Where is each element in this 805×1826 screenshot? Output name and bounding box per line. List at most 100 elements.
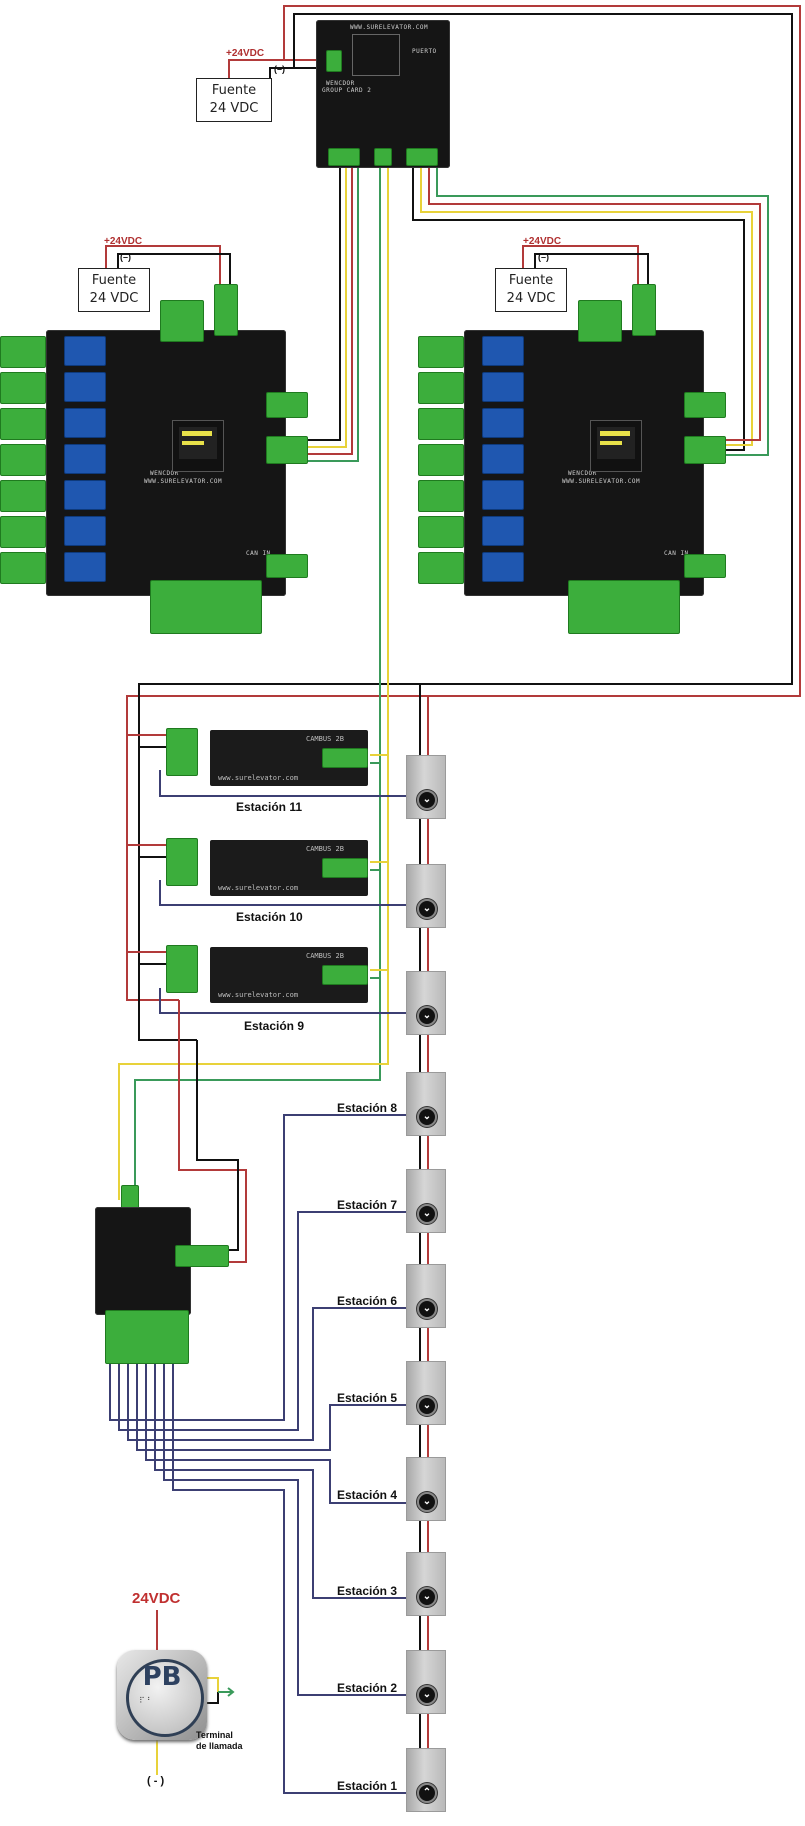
station-label-2: Estación 2 (337, 1681, 398, 1695)
pb-button-text: PB (142, 1662, 182, 1692)
relay-output-terminal (418, 552, 464, 584)
relay-board-power-terminal (632, 284, 656, 336)
call-button-station-11[interactable]: ⌄ (406, 755, 446, 819)
right-psu-wires (522, 245, 649, 290)
relay-board-input-terminal (160, 300, 204, 342)
station-label-10: Estación 10 (236, 910, 303, 924)
relay-board-brand: WENCDOR (150, 470, 179, 477)
psu-rating: 24 VDC (209, 101, 259, 116)
controller-power (178, 1000, 247, 1263)
group-card-power-terminal (326, 50, 342, 72)
braille-icon: ⠏⠃ (139, 1696, 155, 1705)
arrow-down-icon: ⌄ (417, 790, 437, 810)
wire-can-high (118, 168, 389, 1200)
call-button-station-10[interactable]: ⌄ (406, 864, 446, 928)
cambus-can-terminal (322, 965, 368, 985)
relay-board-display (172, 420, 224, 472)
call-button-station-7[interactable]: ⌄ (406, 1169, 446, 1233)
pb-terminal-label: Terminal de llamada (196, 1730, 243, 1752)
relay (64, 480, 106, 510)
relay-board-can-label: CAN IN (664, 550, 689, 557)
pb-negative-label: ( - ) (147, 1775, 165, 1787)
psu-left: Fuente 24 VDC (78, 268, 150, 312)
wire-negative (138, 13, 793, 1041)
relay (64, 516, 106, 546)
call-button-station-9[interactable]: ⌄ (406, 971, 446, 1035)
relay (64, 552, 106, 582)
relay-board-left: WENCDOR WWW.SURELEVATOR.COM CAN IN (0, 284, 308, 640)
call-button-station-5[interactable]: ⌄ (406, 1361, 446, 1425)
station-signal-wires (109, 1114, 408, 1794)
pb-call-button[interactable]: PB ⠏⠃ (117, 1650, 207, 1740)
cambus-power-terminal (166, 838, 198, 886)
arrow-down-icon: ⌄ (417, 1396, 437, 1416)
wire-negative (305, 168, 341, 441)
relay-board-url: WWW.SURELEVATOR.COM (562, 478, 641, 485)
arrow-down-icon: ⌄ (417, 1107, 437, 1127)
relay (64, 336, 106, 366)
wire-negative (534, 253, 649, 290)
psu-title: Fuente (211, 83, 257, 98)
relay (482, 444, 524, 474)
call-button-station-8[interactable]: ⌄ (406, 1072, 446, 1136)
relay-board-display (590, 420, 642, 472)
relay-board-brand: WENCDOR (568, 470, 597, 477)
psu-top: Fuente 24 VDC (196, 78, 272, 122)
station-label-6: Estación 6 (337, 1294, 398, 1308)
relay-output-terminal (0, 444, 46, 476)
relay-output-terminal (418, 516, 464, 548)
arrow-down-icon: ⌄ (417, 1299, 437, 1319)
group-card-can-terminal-3 (406, 148, 438, 166)
call-button-station-4[interactable]: ⌄ (406, 1457, 446, 1521)
relay-board-bottom-terminal (150, 580, 262, 634)
wire-positive (105, 245, 221, 290)
arrow-down-icon: ⌄ (417, 899, 437, 919)
wire-can-low (305, 168, 359, 462)
group-card: WWW.SURELEVATOR.COM WENCDOR GROUP CARD 2… (316, 20, 450, 168)
call-button-station-6[interactable]: ⌄ (406, 1264, 446, 1328)
relay-output-terminal (0, 336, 46, 368)
wire-can-low (436, 168, 769, 456)
psu-right-negative-label: (–) (538, 252, 549, 262)
relay (64, 408, 106, 438)
pb-terminal-label-2: de llamada (196, 1741, 243, 1751)
call-button-station-3[interactable]: ⌄ (406, 1552, 446, 1616)
psu-top-negative-label: (–) (274, 64, 285, 74)
relay-board-bottom-terminal (568, 580, 680, 634)
relay (64, 372, 106, 402)
relay-board-can-out-terminal (266, 554, 308, 578)
cambus-url: www.surelevator.com (218, 991, 299, 999)
relay (482, 408, 524, 438)
controller-power-terminal (175, 1245, 229, 1267)
relay-board-pcb: WENCDOR WWW.SURELEVATOR.COM CAN IN (464, 330, 704, 596)
group-card-can-terminal-2 (374, 148, 392, 166)
wire-positive (522, 245, 639, 290)
station-label-3: Estación 3 (337, 1584, 398, 1598)
relay-output-terminal (0, 372, 46, 404)
relay-output-terminal (418, 336, 464, 368)
wire-can-low (134, 168, 381, 1200)
station-label-8: Estación 8 (337, 1101, 398, 1115)
group-card-display-slot (352, 34, 400, 76)
group-card-port-label: PUERTO (412, 48, 437, 55)
cambus-can-terminal (322, 858, 368, 878)
psu-top-positive-label: +24VDC (226, 48, 265, 59)
relay-board-can-out-terminal (684, 554, 726, 578)
pb-supply-label: 24VDC (132, 1590, 181, 1607)
call-button-station-1[interactable]: ⌃ (406, 1748, 446, 1812)
relay-board-can-label: CAN IN (246, 550, 271, 557)
relay-output-terminal (418, 480, 464, 512)
wire-positive (126, 5, 801, 1001)
station-label-4: Estación 4 (337, 1488, 398, 1502)
relay (482, 372, 524, 402)
relay (482, 480, 524, 510)
relay-board-can-terminal (266, 436, 308, 464)
call-button-station-2[interactable]: ⌄ (406, 1650, 446, 1714)
cambus-taps (127, 734, 408, 1014)
pb-wires (156, 1610, 235, 1775)
wire-negative (269, 67, 336, 78)
relay-board-power-terminal (214, 284, 238, 336)
psu-title: Fuente (91, 273, 137, 288)
relay-output-terminal (418, 372, 464, 404)
